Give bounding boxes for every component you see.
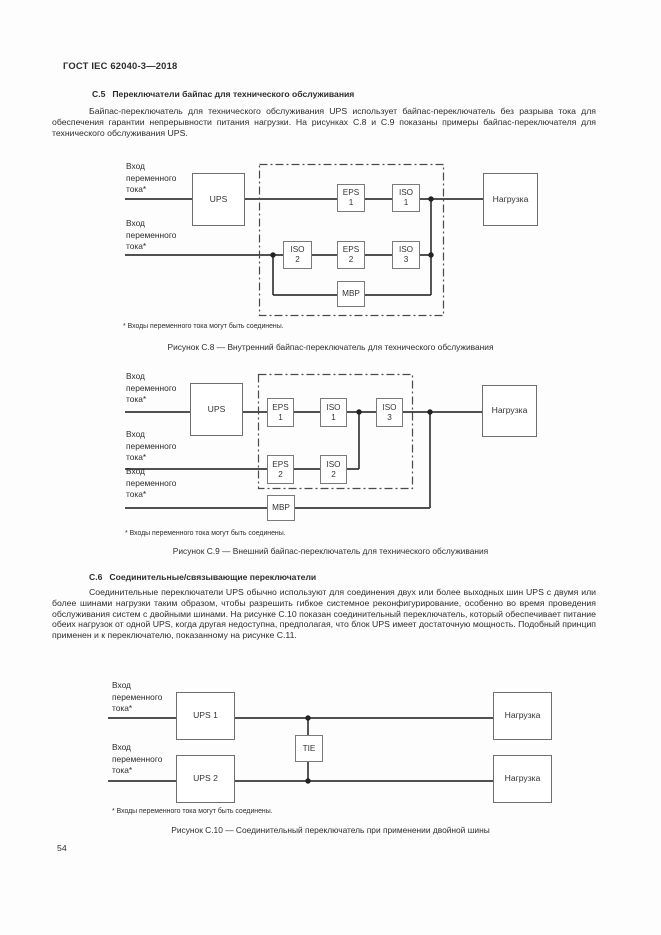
section-c6-heading: С.6 Соединительные/связывающие переключат… — [89, 572, 316, 582]
figure-c9-dashed-enclosure — [257, 373, 414, 490]
figure-c8-dashed-enclosure — [258, 163, 445, 317]
section-c5-number: С.5 — [92, 89, 106, 99]
figure-c10-junction-dots — [305, 715, 311, 784]
section-c6-paragraph: Соединительные переключатели UPS обычно … — [52, 587, 596, 641]
section-c6-number: С.6 — [89, 572, 103, 582]
figure-c8-wires — [125, 198, 483, 296]
section-c5-paragraph: Байпас-переключатель для технического об… — [52, 106, 596, 138]
figure-c8-junction-dots — [270, 196, 434, 258]
page-header: ГОСТ IEC 62040-3—2018 — [63, 60, 178, 71]
section-c5-title: Переключатели байпас для технического об… — [112, 89, 355, 99]
section-c5-heading: С.5 Переключатели байпас для технического… — [92, 89, 354, 99]
figure-c9-wires — [125, 411, 482, 509]
figure-c9-junction-dots — [356, 409, 433, 415]
page-number: 54 — [57, 843, 67, 853]
figure-c10-wires — [108, 717, 493, 782]
section-c6-title: Соединительные/связывающие переключатели — [109, 572, 317, 582]
